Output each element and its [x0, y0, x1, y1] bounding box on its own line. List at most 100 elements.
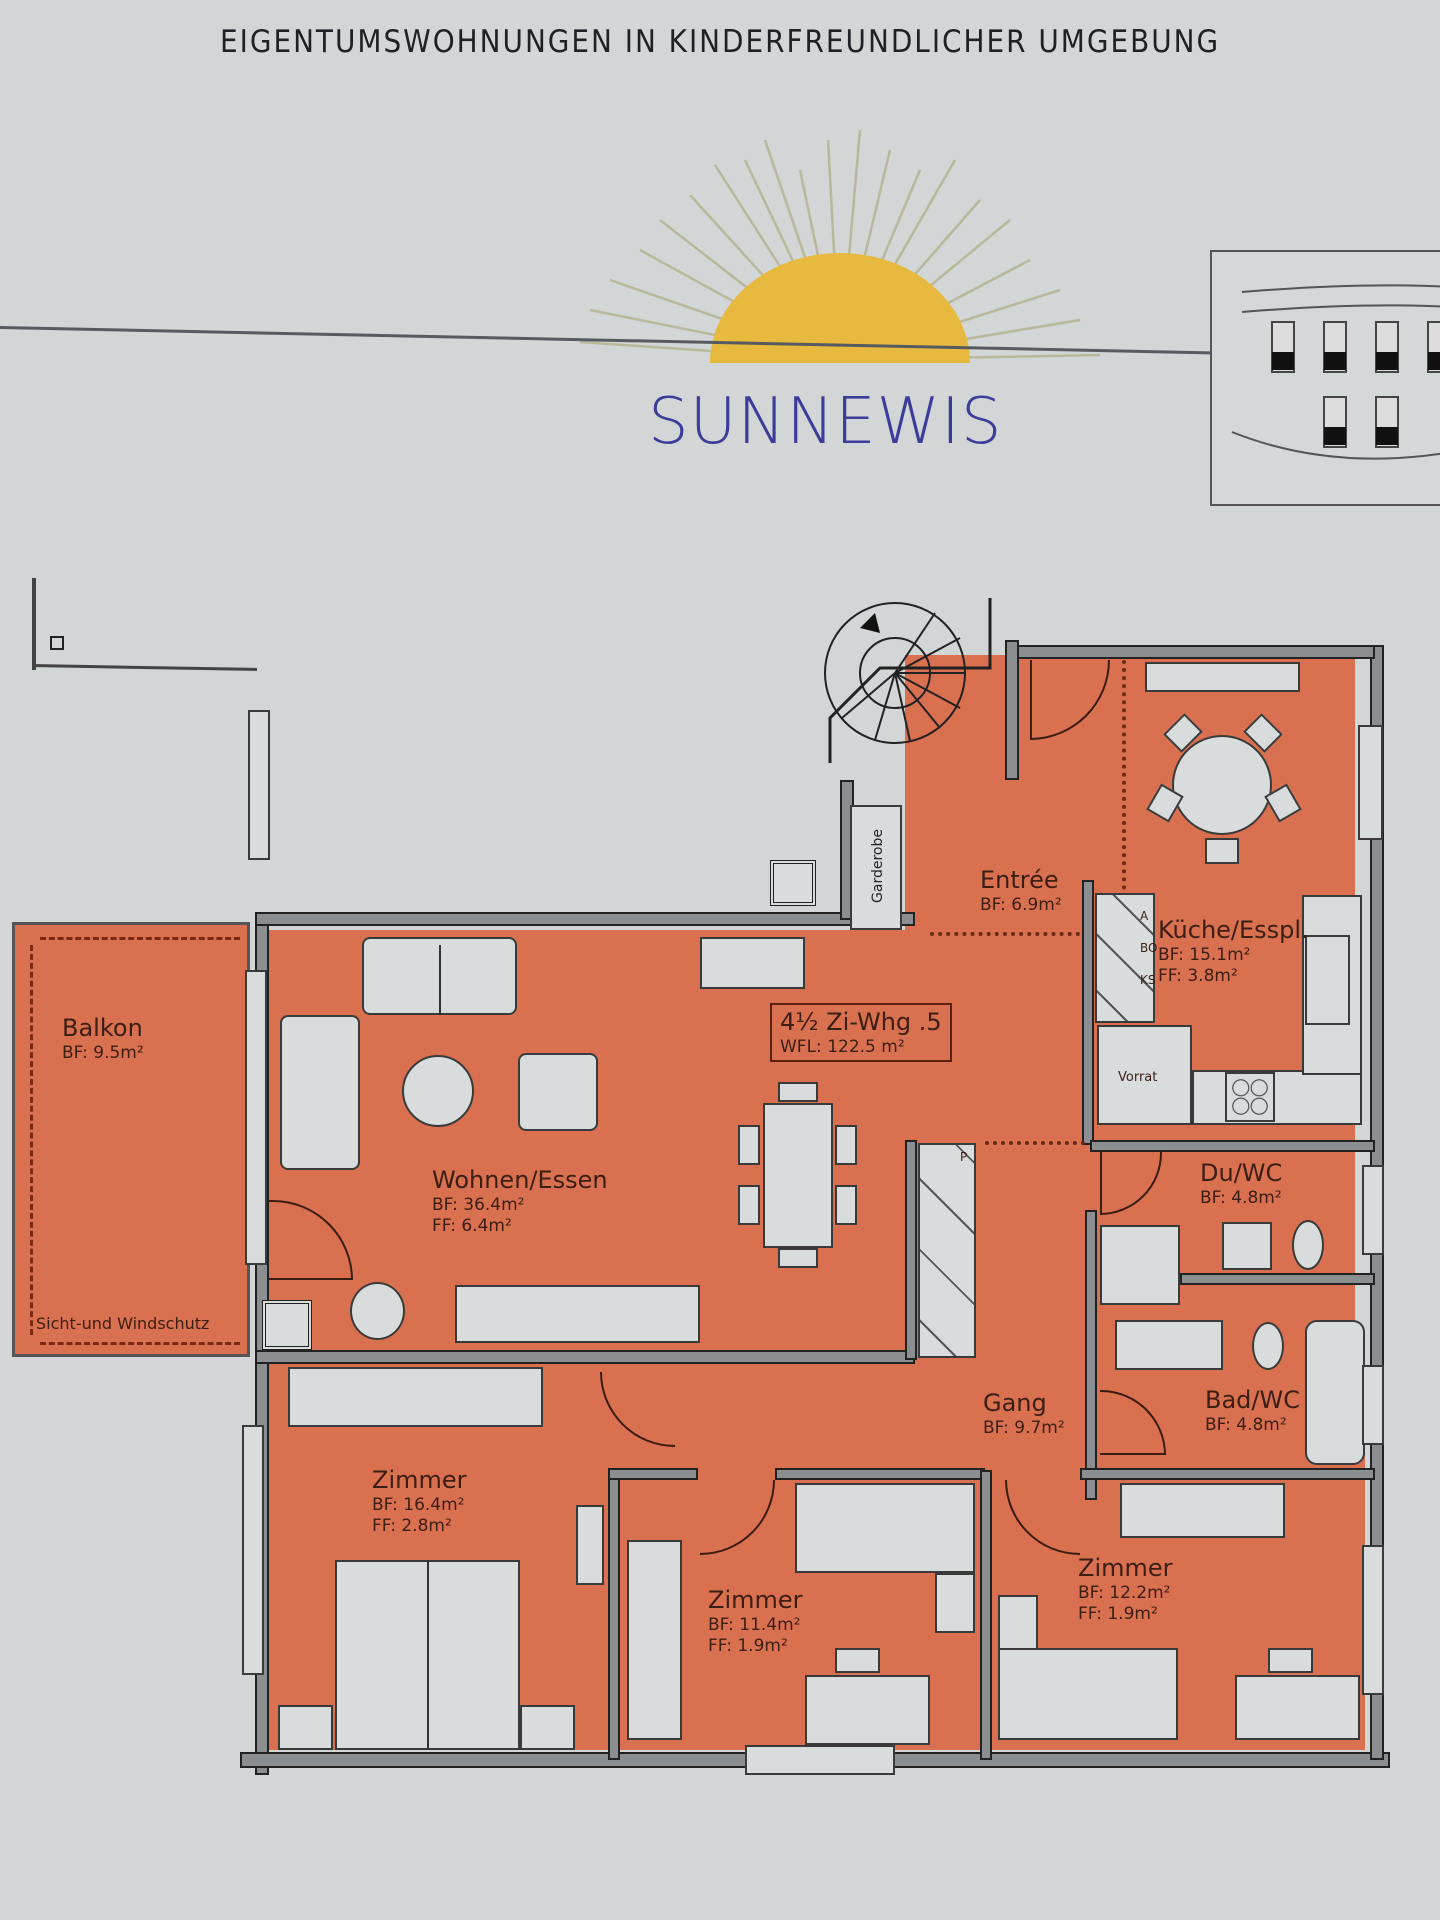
toilet	[1292, 1220, 1324, 1270]
storage-cabinet[interactable]	[918, 1143, 976, 1358]
bed-extension	[998, 1595, 1038, 1650]
bunk-bed[interactable]	[795, 1483, 975, 1573]
dining-table-round[interactable]	[1172, 735, 1272, 835]
desk-chair	[835, 1648, 880, 1673]
label-duwc: Du/WC BF: 4.8m²	[1200, 1159, 1283, 1208]
spiral-staircase[interactable]	[820, 598, 1010, 768]
sofa-divider	[439, 945, 441, 1015]
nightstand	[520, 1705, 575, 1750]
kitchen-codes: A BO KS	[1140, 909, 1158, 987]
wall-room2-right	[980, 1470, 992, 1760]
wall-bath-top	[1090, 1140, 1375, 1152]
label-zimmer-2: Zimmer BF: 11.4m² FF: 1.9m²	[708, 1586, 803, 1657]
chair	[738, 1185, 760, 1225]
window	[242, 1425, 264, 1675]
bed-divider	[427, 1560, 429, 1750]
stove-icon[interactable]	[1225, 1072, 1275, 1122]
label-entree: Entrée BF: 6.9m²	[980, 866, 1062, 915]
window	[248, 710, 270, 860]
coffee-table[interactable]	[402, 1055, 474, 1127]
dining-table[interactable]	[763, 1103, 833, 1248]
window	[1362, 1545, 1384, 1695]
shaft-label: P	[960, 1150, 968, 1164]
wall-rooms-top-mid	[775, 1468, 985, 1480]
wall-rooms-top-right	[1080, 1468, 1375, 1480]
shelf	[576, 1505, 604, 1585]
wall-kitchen-left	[1082, 880, 1094, 1145]
label-badwc: Bad/WC BF: 4.8m²	[1205, 1386, 1300, 1435]
desk-chair	[1268, 1648, 1313, 1673]
desk[interactable]	[1235, 1675, 1360, 1740]
sink-icon[interactable]	[1305, 935, 1350, 1025]
tv-lowboard	[455, 1285, 700, 1343]
label-gang: Gang BF: 9.7m²	[983, 1389, 1065, 1438]
sideboard	[700, 937, 805, 989]
label-wohnen-essen: Wohnen/Essen BF: 36.4m² FF: 6.4m²	[432, 1166, 608, 1237]
kitchen-upper-cabinets	[1145, 662, 1300, 692]
window	[745, 1745, 895, 1775]
wall-bath-left	[1085, 1210, 1097, 1500]
wall-storage-left	[905, 1140, 917, 1360]
room-balkon[interactable]	[12, 922, 250, 1357]
window	[1358, 725, 1383, 840]
chair	[738, 1125, 760, 1165]
dotted-divider	[930, 932, 1080, 936]
chair	[1205, 838, 1239, 864]
dotted-divider	[1122, 660, 1126, 930]
unit-label: 4½ Zi-Whg .5 WFL: 122.5 m²	[770, 1003, 952, 1063]
balcony-screen-line	[30, 945, 33, 1335]
label-wind-screen: Sicht-und Windschutz	[36, 1314, 210, 1333]
armchair[interactable]	[518, 1053, 598, 1131]
label-vorrat: Vorrat	[1118, 1070, 1158, 1085]
site-plan-map	[1210, 250, 1440, 506]
window	[1362, 1365, 1384, 1445]
balcony-screen-line	[40, 1342, 240, 1345]
wardrobe	[1120, 1483, 1285, 1538]
chair	[778, 1248, 818, 1268]
side-table	[350, 1282, 405, 1340]
kitchen-counter	[1192, 1070, 1362, 1125]
double-washbasin	[1115, 1320, 1223, 1370]
wall-bath-mid	[1180, 1273, 1375, 1285]
label-zimmer-1: Zimmer BF: 16.4m² FF: 2.8m²	[372, 1466, 467, 1537]
chair	[778, 1082, 818, 1102]
desk[interactable]	[805, 1675, 930, 1745]
pantry-vorrat[interactable]	[1097, 1025, 1192, 1125]
headline: EIGENTUMSWOHNUNGEN IN KINDERFREUNDLICHER…	[220, 24, 1221, 60]
label-garderobe: Garderobe	[870, 829, 886, 903]
chimney-shaft	[262, 1300, 312, 1350]
bed[interactable]	[998, 1648, 1178, 1740]
garden-fence	[31, 664, 258, 671]
washbasin	[1222, 1222, 1272, 1270]
sofa[interactable]	[280, 1015, 360, 1170]
sun-rising-icon	[579, 129, 1101, 363]
garderobe-closet[interactable]	[850, 805, 902, 930]
nightstand	[278, 1705, 333, 1750]
wardrobe	[288, 1367, 543, 1427]
wall-outer-top	[255, 912, 915, 926]
shower-tray	[1100, 1225, 1180, 1305]
fence-post	[50, 636, 64, 650]
bed-extension	[935, 1573, 975, 1633]
wall-entree-top	[1005, 645, 1375, 659]
label-zimmer-3: Zimmer BF: 12.2m² FF: 1.9m²	[1078, 1554, 1173, 1625]
kitchen-tall-units	[1095, 893, 1155, 1023]
shaft-icon	[770, 860, 816, 906]
wall-room1-top-stub	[608, 1468, 698, 1480]
chair	[835, 1125, 857, 1165]
bathtub	[1305, 1320, 1365, 1465]
label-kueche: Küche/Esspl. BF: 15.1m² FF: 3.8m²	[1158, 916, 1309, 987]
balcony-screen-line	[40, 937, 240, 940]
garden-fence	[32, 578, 36, 670]
wardrobe	[627, 1540, 682, 1740]
label-balkon: Balkon BF: 9.5m²	[62, 1014, 144, 1063]
wall-stair-diag	[1005, 640, 1019, 780]
window	[245, 970, 267, 1265]
wall-living-bottom	[255, 1350, 915, 1364]
wall-room1-right	[608, 1470, 620, 1760]
chair	[835, 1185, 857, 1225]
brand-logo-text: SUNNEWIS	[648, 385, 1003, 459]
toilet	[1252, 1322, 1284, 1370]
dotted-divider	[985, 1141, 1085, 1145]
window	[1362, 1165, 1384, 1255]
